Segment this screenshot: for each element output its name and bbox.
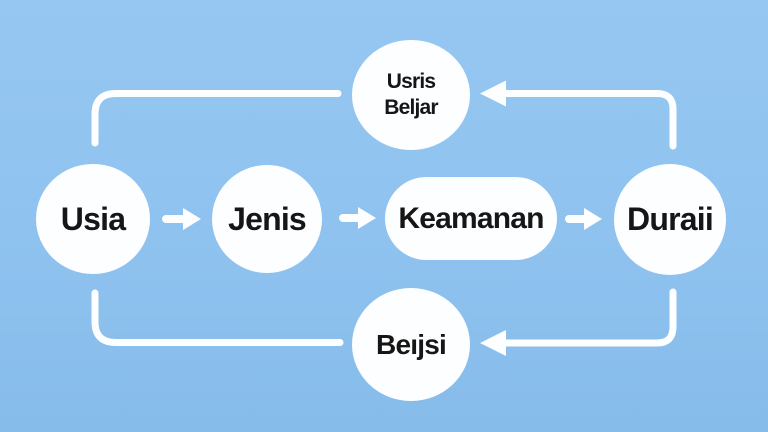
node-usia: Usia: [36, 164, 150, 274]
arrow-right-icon: [565, 208, 602, 230]
arrow-right-icon: [162, 208, 201, 230]
connector-top-right: [499, 90, 677, 150]
connector-bottom-left: [91, 289, 344, 346]
node-beijsi-label: Beıjsi: [376, 328, 447, 360]
arrow-left-icon: [480, 80, 506, 107]
node-jenis-label: Jenis: [228, 200, 307, 237]
node-keamanan-label: Keamanan: [398, 201, 544, 235]
node-jenis: Jenis: [212, 165, 322, 273]
node-keamanan: Keamanan: [385, 177, 557, 260]
node-beijsi: Beıjsi: [352, 288, 470, 401]
node-duraii-label: Duraii: [627, 201, 714, 237]
connector-bottom-right: [499, 288, 677, 347]
node-usia-label: Usia: [60, 200, 126, 237]
arrow-right-icon: [339, 207, 376, 229]
arrow-left-icon: [480, 330, 506, 356]
connector-top-left: [91, 90, 342, 147]
node-usris-beljar: Usris Beljar: [352, 40, 470, 150]
node-duraii: Duraii: [614, 164, 726, 275]
node-usris-beljar-label: Usris Beljar: [384, 69, 438, 119]
